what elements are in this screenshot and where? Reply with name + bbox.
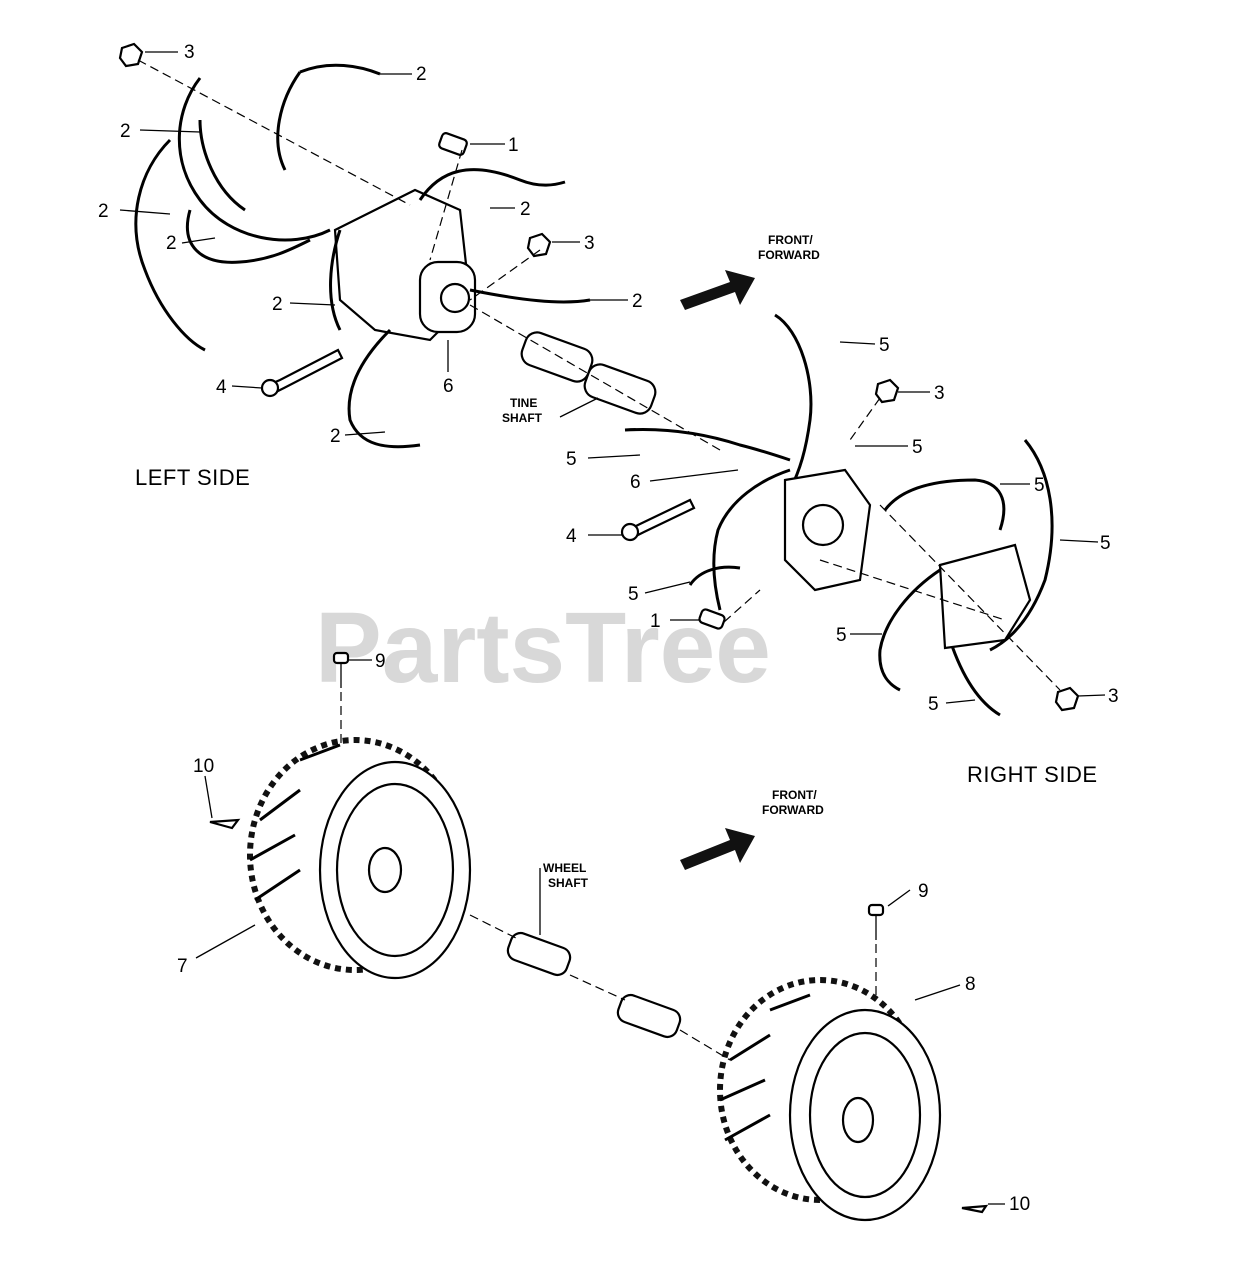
callout-6: 6 bbox=[630, 472, 641, 493]
wheel-pin-left bbox=[332, 651, 350, 688]
callout-4: 4 bbox=[566, 526, 577, 547]
left-wheel bbox=[247, 737, 472, 980]
left-outer-tine-1 bbox=[177, 77, 331, 242]
tine-shaft-line1: TINE bbox=[510, 396, 537, 410]
arrow-upper-line1: FRONT/ bbox=[768, 233, 813, 247]
right-outer-flange bbox=[938, 543, 1032, 650]
callout-9: 9 bbox=[375, 651, 386, 672]
left-inner-tine-2 bbox=[469, 288, 591, 304]
right-nut-bottom bbox=[1054, 686, 1080, 712]
left-side-label: LEFT SIDE bbox=[135, 465, 250, 490]
callout-3: 3 bbox=[934, 383, 945, 404]
hairpin-clip-left bbox=[209, 818, 241, 830]
callout-2: 2 bbox=[416, 64, 427, 85]
callout-9: 9 bbox=[918, 881, 929, 902]
callout-5: 5 bbox=[566, 449, 577, 470]
right-tine-5 bbox=[989, 439, 1054, 652]
callout-2: 2 bbox=[330, 426, 341, 447]
wheel-pin-right bbox=[867, 903, 885, 940]
callout-4: 4 bbox=[216, 377, 227, 398]
arrow-lower-line1: FRONT/ bbox=[772, 788, 817, 802]
left-hub-bore bbox=[439, 282, 471, 314]
callout-7: 7 bbox=[177, 956, 188, 977]
callout-1: 1 bbox=[508, 135, 519, 156]
left-tine-assembly bbox=[118, 42, 591, 449]
tine-shaft-left-half bbox=[520, 331, 594, 383]
callout-3: 3 bbox=[1108, 686, 1119, 707]
right-tine-6 bbox=[878, 568, 941, 692]
tine-shaft bbox=[520, 331, 657, 415]
callout-5: 5 bbox=[1034, 475, 1045, 496]
wheel-shaft-left-half bbox=[506, 931, 572, 977]
wheel-shaft-line1: WHEEL bbox=[543, 861, 586, 875]
left-outer-tine-4 bbox=[185, 209, 311, 264]
callout-leaders bbox=[119, 51, 1106, 1205]
watermark: PartsTree bbox=[315, 592, 771, 704]
callout-5: 5 bbox=[879, 335, 890, 356]
left-long-bolt-head bbox=[260, 378, 280, 398]
callout-numbers: 3 2 2 1 2 2 3 2 2 2 6 4 2 5 3 5 5 6 5 4 … bbox=[98, 42, 1119, 1215]
right-tine-hub bbox=[801, 503, 845, 547]
tine-shaft-right-half bbox=[583, 363, 657, 415]
right-tine-3 bbox=[712, 468, 791, 611]
left-nut-top bbox=[118, 42, 144, 68]
left-nut-mid bbox=[526, 232, 552, 258]
callout-10: 10 bbox=[1009, 1194, 1030, 1215]
front-forward-arrow-lower: FRONT/ FORWARD bbox=[680, 788, 824, 870]
callout-8: 8 bbox=[965, 974, 976, 995]
left-outer-tine-5 bbox=[198, 119, 246, 212]
callout-5: 5 bbox=[928, 694, 939, 715]
left-inner-tine-1 bbox=[418, 168, 566, 201]
front-forward-arrow-upper: FRONT/ FORWARD bbox=[680, 233, 820, 310]
right-tine-7 bbox=[948, 639, 1001, 717]
right-nut-top bbox=[874, 378, 900, 404]
right-hub bbox=[841, 1096, 875, 1144]
callout-2: 2 bbox=[632, 291, 643, 312]
left-inner-tine-3 bbox=[347, 328, 421, 449]
right-side-label: RIGHT SIDE bbox=[967, 762, 1098, 787]
right-bolt-small bbox=[698, 608, 726, 630]
callout-3: 3 bbox=[184, 42, 195, 63]
callout-5: 5 bbox=[836, 625, 847, 646]
tine-shaft-line2: SHAFT bbox=[502, 411, 543, 425]
left-bolt-top bbox=[438, 132, 468, 156]
callout-2: 2 bbox=[272, 294, 283, 315]
hairpin-clip-right bbox=[961, 1204, 989, 1214]
wheel-shaft bbox=[506, 931, 682, 1039]
arrow-upper-line2: FORWARD bbox=[758, 248, 820, 262]
right-tine-2 bbox=[624, 428, 791, 462]
wheel-shaft-line2: SHAFT bbox=[548, 876, 589, 890]
callout-10: 10 bbox=[193, 756, 214, 777]
callout-3: 3 bbox=[584, 233, 595, 254]
right-tine-4 bbox=[883, 478, 1006, 531]
right-tine-assembly bbox=[620, 313, 1080, 717]
wheel-shaft-right-half bbox=[616, 993, 682, 1039]
left-hub bbox=[367, 846, 403, 894]
callout-2: 2 bbox=[520, 199, 531, 220]
callout-2: 2 bbox=[120, 121, 131, 142]
callout-2: 2 bbox=[98, 201, 109, 222]
callout-5: 5 bbox=[912, 437, 923, 458]
left-inner-tine-4 bbox=[329, 229, 342, 331]
callout-2: 2 bbox=[166, 233, 177, 254]
arrow-lower-line2: FORWARD bbox=[762, 803, 824, 817]
left-outer-tine-3 bbox=[134, 138, 206, 352]
callout-6: 6 bbox=[443, 376, 454, 397]
right-tine-8 bbox=[688, 565, 741, 586]
callout-5: 5 bbox=[1100, 533, 1111, 554]
right-tine-1 bbox=[774, 313, 813, 491]
right-long-bolt-head bbox=[620, 522, 640, 542]
callout-5: 5 bbox=[628, 584, 639, 605]
callout-1: 1 bbox=[650, 611, 661, 632]
left-outer-tine-2 bbox=[276, 63, 381, 171]
right-wheel bbox=[717, 977, 942, 1222]
